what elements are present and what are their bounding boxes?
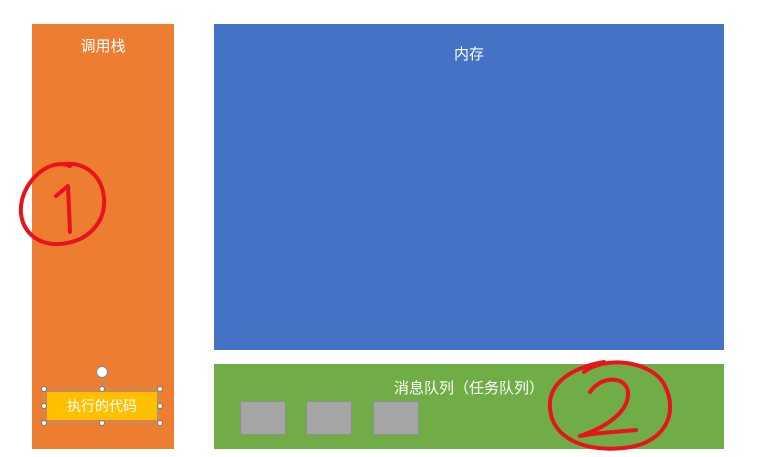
selection-rotate-stem (101, 378, 103, 389)
resize-handle-bottom-left[interactable] (41, 420, 47, 426)
resize-handle-left[interactable] (41, 403, 47, 409)
memory-box: 内存 (214, 24, 724, 350)
queue-task-1 (240, 401, 286, 435)
annotation-circled-1 (18, 161, 107, 247)
message-queue-title: 消息队列（任务队列） (393, 379, 544, 397)
resize-handle-top[interactable] (99, 386, 105, 392)
queue-task-3 (373, 401, 419, 435)
executing-code-label: 执行的代码 (67, 399, 137, 415)
call-stack-box: 调用栈 (32, 24, 174, 449)
resize-handle-bottom-right[interactable] (157, 420, 163, 426)
queue-task-2 (306, 401, 352, 435)
resize-handle-right[interactable] (157, 403, 163, 409)
rotate-handle-icon[interactable] (96, 366, 108, 378)
call-stack-title: 调用栈 (80, 37, 126, 55)
executing-code-block[interactable]: 执行的代码 (47, 392, 157, 420)
resize-handle-top-right[interactable] (157, 386, 163, 392)
annotation-circled-2 (547, 360, 673, 451)
message-queue-box: 消息队列（任务队列） (214, 364, 724, 449)
resize-handle-top-left[interactable] (41, 386, 47, 392)
memory-title: 内存 (453, 45, 484, 63)
resize-handle-bottom[interactable] (99, 420, 105, 426)
